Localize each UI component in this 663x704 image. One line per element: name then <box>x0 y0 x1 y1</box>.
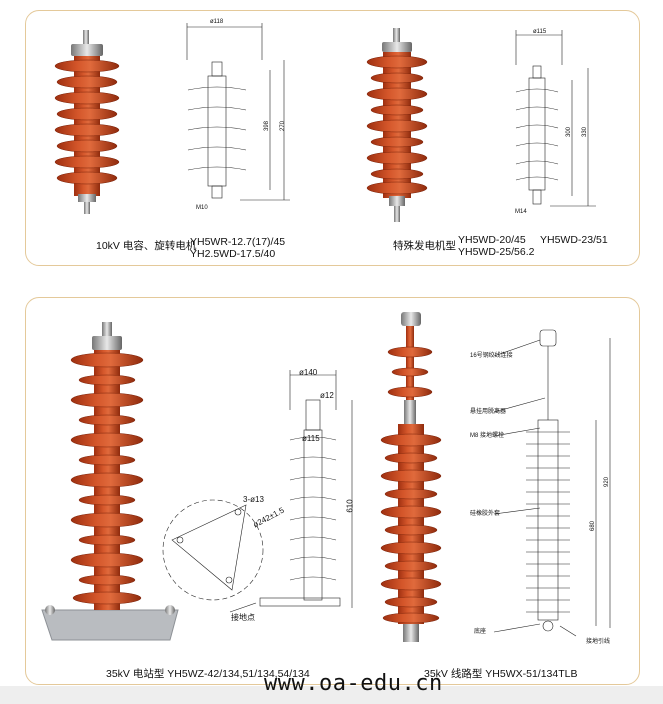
dim-thread-2: M14 <box>515 209 527 215</box>
arrester-photo-small-1 <box>54 30 120 214</box>
arrester-photo-small-2 <box>366 28 428 222</box>
drawing-station <box>162 370 353 613</box>
line-label-4: 硅橡胶外套 <box>470 511 501 517</box>
dim-cap-3: ø12 <box>320 391 334 400</box>
dim-width-2: ø115 <box>533 29 547 35</box>
dim-holes-3: 3-ø13 <box>243 495 264 504</box>
caption-small-1-model-2: YH2.5WD-17.5/40 <box>190 248 276 260</box>
dim-top-width-3: ø140 <box>299 368 318 377</box>
caption-small-2-model-3: YH5WD-23/51 <box>540 234 608 246</box>
drawing-small-2 <box>515 30 596 207</box>
dim-thread-1: M10 <box>196 205 208 211</box>
ground-point-label: 接地点 <box>231 613 255 622</box>
dim-height-1b: 270 <box>280 120 287 132</box>
dim-height-2b: 330 <box>582 126 589 138</box>
dim-height-1a: 398 <box>264 120 271 132</box>
dim-height-4a: 920 <box>604 476 611 488</box>
arrester-photo-station <box>41 322 179 641</box>
line-label-6: 接地引线 <box>586 639 611 645</box>
caption-station: 35kV 电站型 YH5WZ-42/134,51/134,54/134 <box>106 668 310 680</box>
panel-small-arresters <box>25 10 640 266</box>
caption-small-1-model-1: YH5WR-12.7(17)/45 <box>190 236 286 248</box>
caption-small-2-prefix: 特殊发电机型 <box>393 240 456 252</box>
caption-line: 35kV 线路型 YH5WX-51/134TLB <box>424 668 578 680</box>
line-label-3: M8 接地螺栓 <box>470 433 505 439</box>
dim-height-4b: 680 <box>590 520 597 532</box>
dim-height-2a: 300 <box>566 126 573 138</box>
line-label-1: 16号钢绞线连接 <box>470 353 513 359</box>
line-label-2: 悬挂用脱离器 <box>470 409 507 415</box>
dim-inner-3: ø115 <box>302 434 320 443</box>
dim-width-1: ø118 <box>210 19 224 25</box>
watermark-url[interactable]: www.oa-edu.cn <box>264 671 443 696</box>
footer-bar <box>0 686 663 704</box>
caption-small-2-model-1: YH5WD-20/45 <box>458 234 526 246</box>
drawing-small-1 <box>186 23 290 201</box>
caption-small-2-model-2: YH5WD-25/56.2 <box>458 246 535 258</box>
line-label-5: 底座 <box>474 629 487 635</box>
arrester-photo-line <box>380 312 442 642</box>
drawing-line <box>493 329 611 637</box>
dim-height-3: 610 <box>345 499 355 513</box>
caption-small-1-prefix: 10kV 电容、旋转电机 <box>96 240 197 252</box>
